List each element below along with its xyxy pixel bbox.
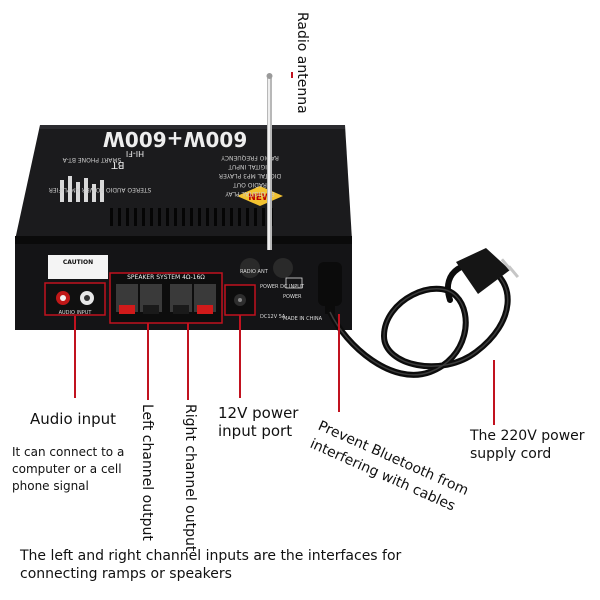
feature-3: DIGITAL MP3 PLAYER — [219, 172, 281, 179]
feature-5: BT DIGITAL PLAY — [225, 190, 275, 197]
audio-input-note-3: phone signal — [12, 479, 89, 493]
power-plug — [456, 248, 520, 294]
supply-cord-label-2: supply cord — [470, 446, 552, 462]
smart-phone-text: SMART PHONE BT-A — [62, 156, 122, 163]
brand-text: BT — [111, 159, 125, 170]
feature-4: RADIO OUT — [233, 181, 267, 188]
power-port-label-2: input port — [218, 422, 293, 440]
svg-text:AUDIO INPUT: AUDIO INPUT — [59, 310, 93, 316]
supply-cord-label-1: The 220V power — [470, 428, 585, 444]
hifi-text: HI-FI — [126, 149, 144, 158]
svg-text:CAUTION: CAUTION — [63, 259, 93, 266]
svg-text:POWER DC INPUT: POWER DC INPUT — [260, 284, 305, 290]
feature-2: DIGITAL INPUT — [228, 163, 272, 170]
svg-text:DC12V 5A: DC12V 5A — [260, 314, 286, 320]
right-channel-output-label: Right channel output — [182, 404, 198, 552]
decor-stripes — [60, 176, 104, 202]
audio-input-label: Audio input — [30, 410, 116, 428]
power-port-label-1: 12V power — [218, 404, 299, 422]
subtitle-text: STEREO AUDIO POWER AMPLIFIER — [49, 186, 152, 193]
speaker-terminals: SPEAKER SYSTEM 4Ω-16Ω — [109, 272, 223, 324]
bottom-note-2: connecting ramps or speakers — [20, 566, 232, 582]
caution-label: CAUTION — [48, 255, 108, 279]
annotation-lines — [74, 72, 495, 425]
power-label: POWER MADE IN CHINA — [283, 277, 323, 322]
audio-input-note-2: computer or a cell — [12, 462, 122, 476]
vent-slots — [110, 208, 273, 226]
bottom-note-1: The left and right channel inputs are th… — [20, 548, 402, 564]
svg-text:MADE IN CHINA: MADE IN CHINA — [283, 316, 323, 322]
audio-input-note-1: It can connect to a — [12, 445, 125, 459]
audio-input-jacks: AUDIO INPUT — [44, 282, 106, 316]
radio-ant-label: RADIO ANT — [240, 269, 269, 275]
model-text: 600W+600W — [103, 127, 247, 151]
radio-antenna-label: Radio antenna — [294, 12, 310, 114]
new-badge-text: NEW — [248, 193, 272, 203]
left-channel-output-label: Left channel output — [139, 404, 155, 541]
svg-text:POWER: POWER — [283, 294, 302, 300]
feature-1: RADIO FREQUENCY — [221, 154, 279, 161]
cable-ferrite — [318, 262, 342, 314]
antenna — [266, 73, 273, 250]
svg-text:SPEAKER SYSTEM 4Ω-16Ω: SPEAKER SYSTEM 4Ω-16Ω — [127, 274, 205, 281]
